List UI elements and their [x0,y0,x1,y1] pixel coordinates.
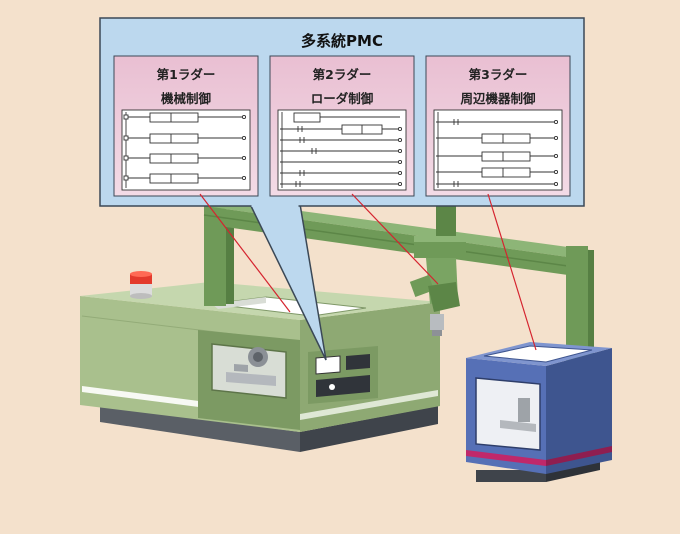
ladder-3-name: 第3ラダー [468,67,528,82]
ladder-3-subtitle: 周辺機器制御 [460,91,536,106]
connector-ladder2-loader [351,193,439,285]
ladder-1-subtitle: 機械制御 [160,91,211,106]
peripheral-unit-illustration [466,342,612,482]
connector-ladder3-peripheral [487,193,537,351]
connector-lines [199,193,537,351]
ladder-2-subtitle: ローダ制御 [310,91,374,106]
machine-tool-illustration [80,271,440,452]
ladder-diagram-icon [433,109,563,191]
warning-lamp-icon [130,271,152,299]
connector-ladder1-machine [199,193,291,313]
ladder-1-name: 第1ラダー [156,67,216,82]
pmc-panel-title: 多系統PMC [301,32,383,50]
ladder-diagram-icon [121,109,251,191]
ladder-diagram-icon [277,109,407,191]
ladder-2-name: 第2ラダー [312,67,372,82]
